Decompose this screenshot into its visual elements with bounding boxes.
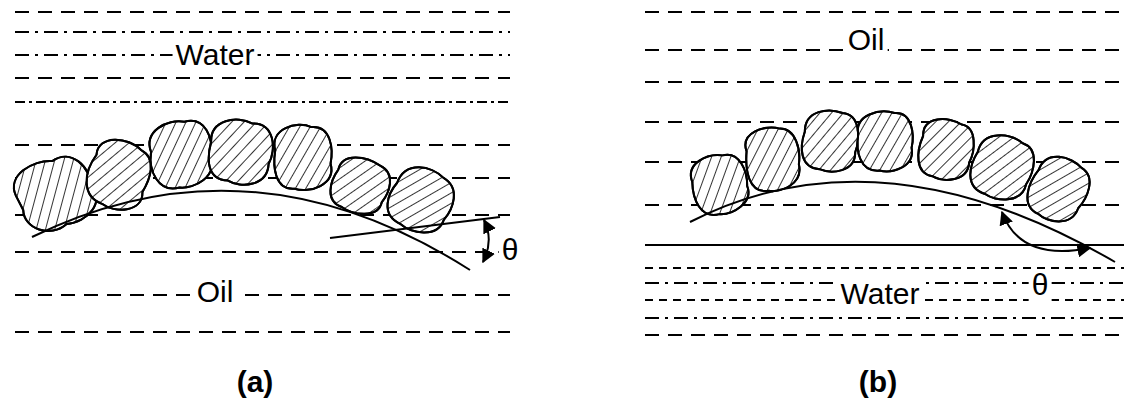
phase-label: Oil xyxy=(845,24,888,56)
phase-label: Oil xyxy=(194,276,237,308)
particles xyxy=(8,116,463,242)
panel-caption: (a) xyxy=(234,366,277,398)
interface-curve xyxy=(690,182,1115,262)
panel-caption: (b) xyxy=(856,366,900,398)
interface-curve xyxy=(32,191,500,270)
particles xyxy=(685,108,1097,230)
phase-label: Water xyxy=(838,278,923,310)
phase-lines xyxy=(15,12,510,332)
angle-label: θ xyxy=(499,234,522,266)
phase-label: Water xyxy=(173,39,258,71)
angle-label: θ xyxy=(1029,269,1052,301)
phase-lines xyxy=(645,12,1124,335)
